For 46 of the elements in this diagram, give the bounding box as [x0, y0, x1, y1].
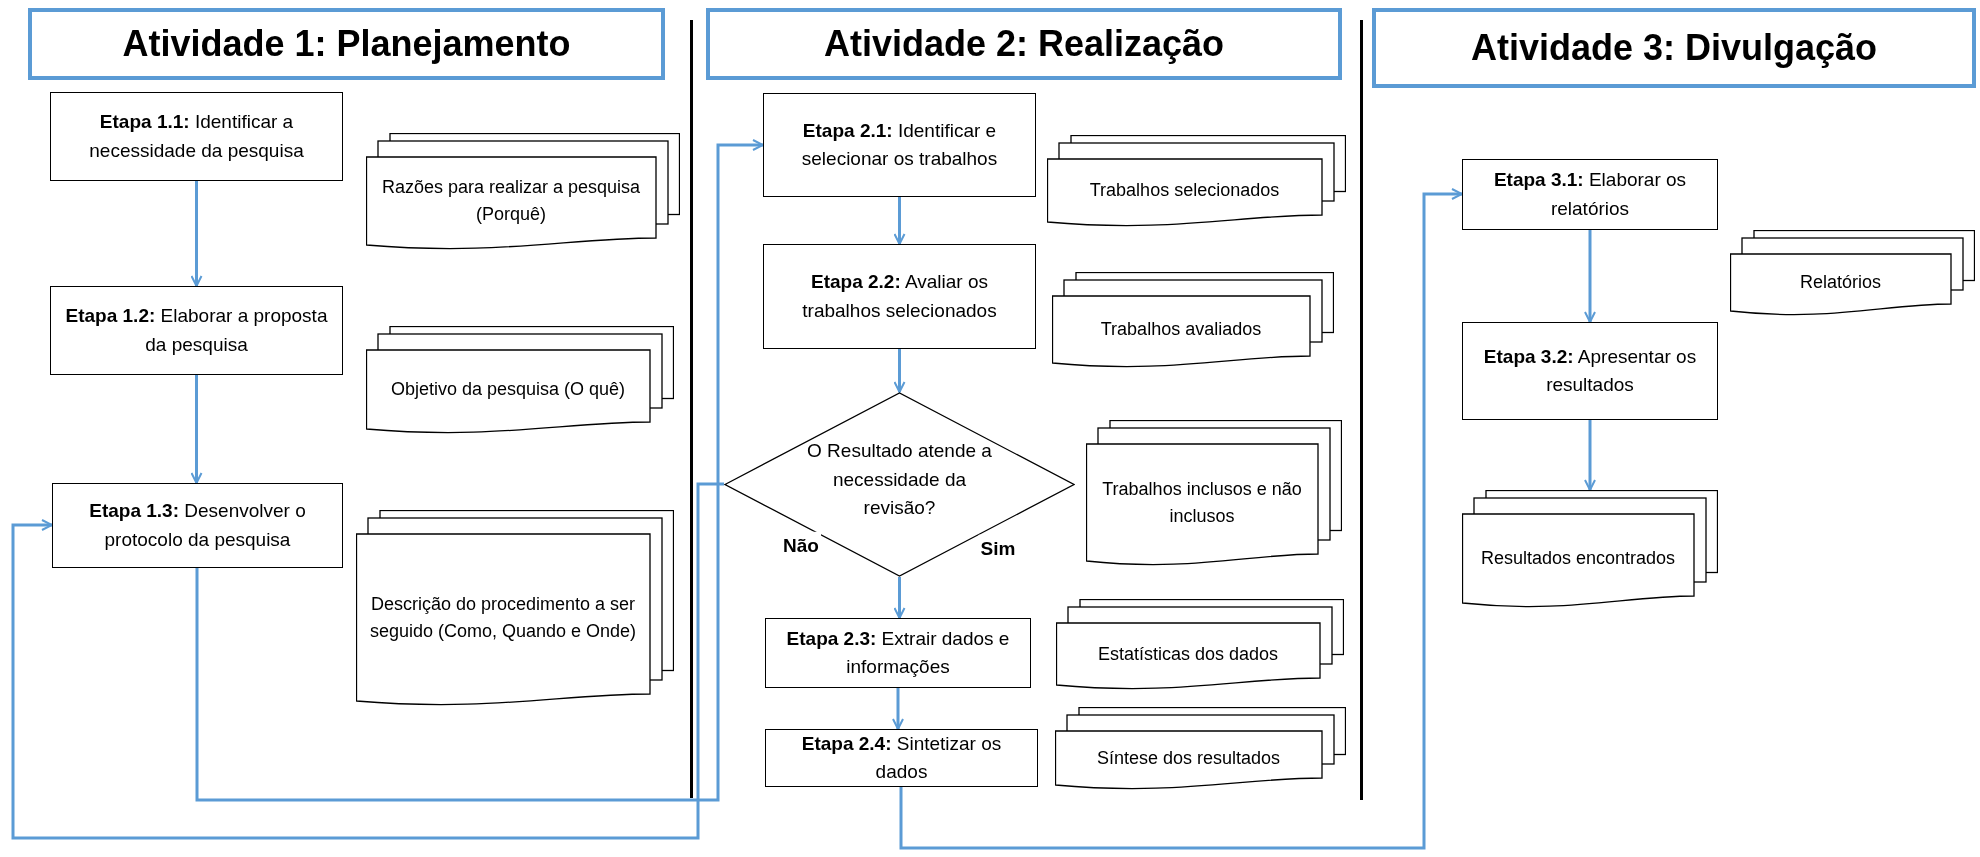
process-box	[765, 618, 1031, 688]
activity-heading: Atividade 2: Realização	[823, 22, 1225, 66]
activity-header-box	[28, 8, 665, 80]
document-label: Objetivo da pesquisa (O quê)	[390, 378, 626, 401]
step-label: Etapa 3.2: Apresentar os resultados	[1482, 344, 1698, 397]
document-label: Descrição do procedimento a ser seguido (Como, Quando e Onde)	[368, 592, 638, 643]
document-label: Estatísticas dos dados	[1097, 642, 1279, 666]
step-label: Etapa 2.3: Extrair dados e informações	[785, 626, 1011, 679]
activity-heading: Atividade 1: Planejamento	[122, 22, 571, 66]
connector-arrow	[190, 375, 203, 484]
process-box	[52, 483, 343, 568]
document-label: Trabalhos avaliados	[1100, 318, 1262, 341]
document-label: Resultados encontrados	[1480, 547, 1676, 570]
connector-arrow	[11, 482, 724, 840]
activity-header-box	[706, 8, 1342, 80]
step-label: Etapa 2.2: Avaliar os trabalhos selecionados	[801, 270, 998, 323]
step-label: Etapa 1.3: Desenvolver o protocolo da pesquisa	[88, 499, 307, 552]
process-box	[50, 286, 343, 375]
document-label: Trabalhos selecionados	[1089, 179, 1280, 202]
document-label: Razões para realizar a pesquisa (Porquê)	[380, 176, 642, 226]
connector-arrow	[893, 197, 906, 245]
step-label: Etapa 3.1: Elaborar os relatórios	[1492, 168, 1688, 221]
document-label: Relatórios	[1799, 271, 1881, 294]
process-box	[1462, 159, 1718, 230]
connector-arrow	[1584, 230, 1596, 323]
connector-arrow	[1584, 420, 1596, 491]
activity-header-box	[1372, 8, 1976, 88]
step-label: Etapa 1.2: Elaborar a proposta da pesquisa	[64, 304, 329, 357]
connector-arrow	[190, 181, 203, 287]
step-label: Etapa 1.1: Identificar a necessidade da pesquisa	[88, 110, 305, 163]
activity-heading: Atividade 3: Divulgação	[1470, 26, 1878, 70]
process-box	[765, 729, 1038, 787]
process-box	[50, 92, 343, 181]
document-label: Trabalhos inclusos e não inclusos	[1101, 477, 1303, 528]
step-label: Etapa 2.1: Identificar e selecionar os trabalhos	[800, 118, 999, 171]
process-box	[763, 93, 1036, 197]
document-label: Síntese dos resultados	[1096, 746, 1281, 770]
process-box	[763, 244, 1036, 349]
step-label: Etapa 2.4: Sintetizar os dados	[800, 731, 1003, 784]
connector-arrow	[893, 577, 906, 619]
connector-arrow	[893, 349, 906, 393]
process-box	[1462, 322, 1718, 420]
decision-label: O Resultado atende a necessidade da revisão?	[806, 439, 993, 521]
connector-arrow	[195, 139, 764, 802]
connector-arrow	[899, 188, 1463, 850]
connector-arrow	[892, 688, 904, 730]
